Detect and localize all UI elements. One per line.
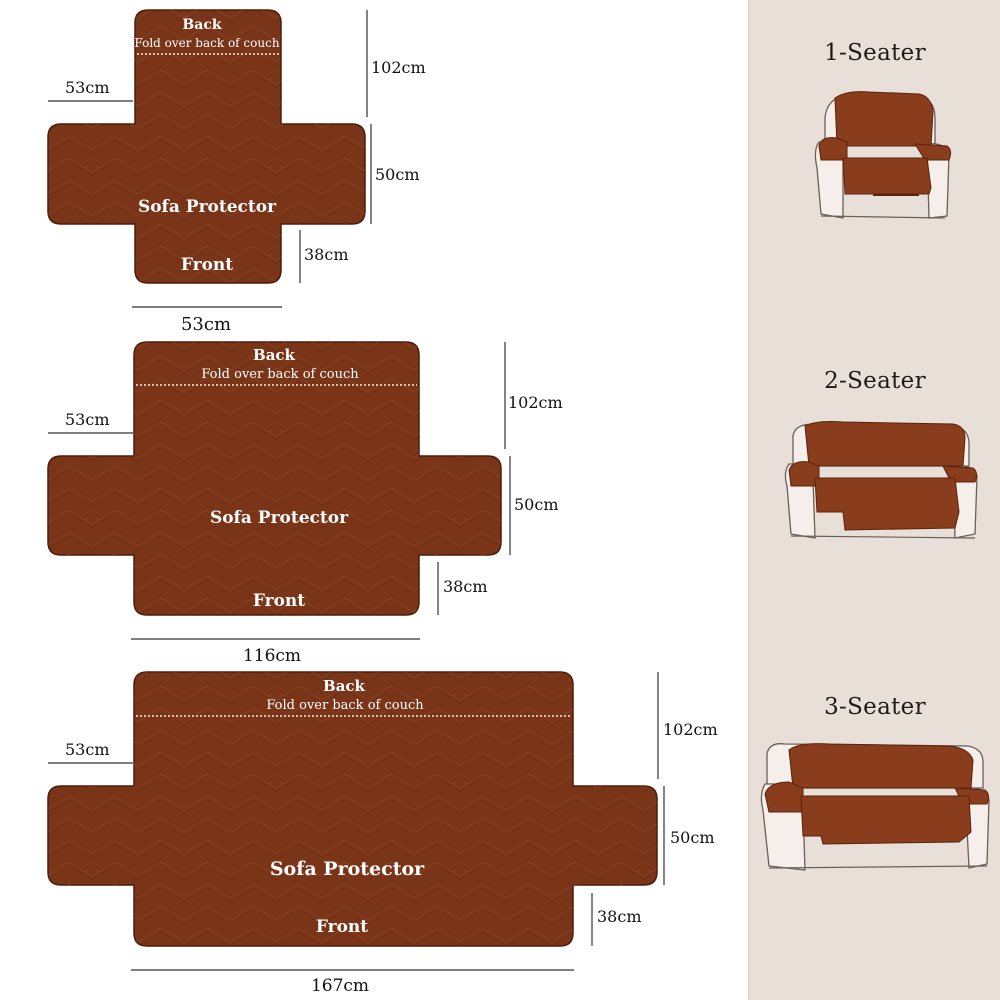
dim-arm-height: 50cm (375, 165, 420, 184)
dim-arm-width: 53cm (65, 410, 110, 429)
center-label: Sofa Protector (270, 858, 425, 880)
seater-title-3: 3-Seater (824, 694, 926, 720)
dim-back-height: 102cm (371, 58, 426, 77)
fold-label: Fold over back of couch (266, 698, 424, 713)
seater-title-2: 2-Seater (824, 368, 926, 394)
dim-front-height: 38cm (443, 577, 488, 596)
dim-front-height: 38cm (304, 245, 349, 264)
loveseat-icon (783, 416, 979, 550)
center-label: Sofa Protector (210, 508, 349, 528)
dim-seat-width: 53cm (181, 314, 231, 335)
fold-label: Fold over back of couch (134, 36, 279, 50)
fold-label: Fold over back of couch (201, 367, 359, 382)
back-label: Back (253, 346, 296, 364)
front-label: Front (316, 917, 368, 937)
dim-front-height: 38cm (597, 907, 642, 926)
armchair-icon (807, 88, 955, 242)
back-label: Back (182, 17, 221, 33)
cover-diagram-1-seater: Back Fold over back of couch Sofa Protec… (47, 9, 426, 335)
seater-title-1: 1-Seater (824, 40, 926, 66)
dim-seat-width: 116cm (243, 646, 301, 666)
dim-arm-height: 50cm (670, 828, 715, 847)
dim-arm-width: 53cm (65, 78, 110, 97)
cover-diagram-3-seater: Back Fold over back of couch Sofa Protec… (47, 671, 718, 996)
cover-diagram-2-seater: Back Fold over back of couch Sofa Protec… (47, 341, 563, 666)
dim-arm-height: 50cm (514, 495, 559, 514)
seater-panel: 1-Seater 2-Seater 3-Seater (748, 0, 1000, 1000)
front-label: Front (253, 591, 305, 611)
dim-arm-width: 53cm (65, 740, 110, 759)
dim-seat-width: 167cm (311, 976, 369, 996)
back-label: Back (323, 677, 366, 695)
dim-back-height: 102cm (663, 720, 718, 739)
center-label: Sofa Protector (138, 197, 277, 217)
front-label: Front (181, 255, 233, 275)
size-diagrams: Back Fold over back of couch Sofa Protec… (47, 9, 718, 996)
dim-back-height: 102cm (508, 393, 563, 412)
sofa-icon (759, 738, 991, 882)
